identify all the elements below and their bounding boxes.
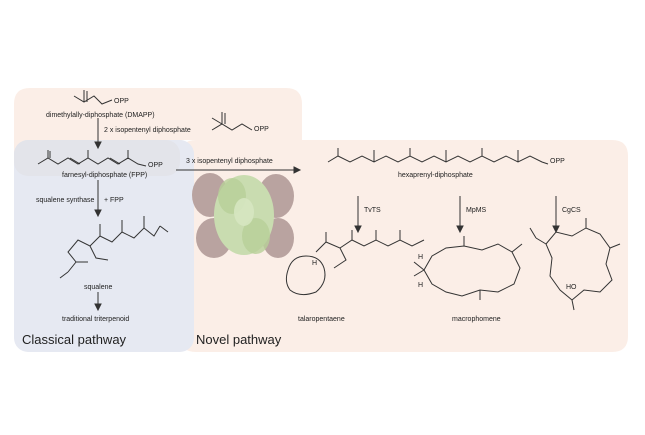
ipp-structure [211, 112, 253, 131]
hexaprenyl-structure [327, 148, 549, 165]
squalene-synthase-label: squalene synthase [36, 197, 95, 204]
squalene-label: squalene [84, 284, 113, 291]
hexaprenyl-opp-label: OPP [550, 158, 565, 165]
tvts-label: TvTS [364, 207, 381, 214]
dmapp-structure [73, 90, 113, 105]
macrophomene-structure [413, 236, 523, 300]
traditional-triterpenoid-label: traditional triterpenoid [62, 316, 130, 323]
classical-panel-top-tint [14, 140, 180, 176]
dmapp-label: dimethylally-diphosphate (DMAPP) [46, 112, 155, 119]
mpms-label: MpMS [466, 207, 487, 214]
arrow-fpp-to-squalene [94, 180, 102, 218]
arrow-mpms [456, 196, 464, 234]
ipp-opp-label: OPP [254, 126, 269, 133]
step2-label: 3 x isopentenyl diphosphate [186, 158, 273, 165]
arrow-fpp-to-hexaprenyl [176, 166, 302, 174]
cgcs-ho-label: HO [566, 284, 577, 291]
classical-pathway-panel [14, 140, 194, 352]
cgcs-product-structure [529, 218, 621, 311]
fpp-opp-label: OPP [148, 162, 163, 169]
dmapp-opp-label: OPP [114, 98, 129, 105]
enzyme-protein-image [192, 173, 294, 258]
hexaprenyl-label: hexaprenyl-diphosphate [398, 172, 473, 179]
novel-pathway-label: Novel pathway [196, 332, 282, 347]
arrow-cgcs [552, 196, 560, 234]
talaropentaene-h-label: H [312, 260, 318, 267]
fpp-structure [37, 150, 147, 167]
talaropentaene-label: talaropentaene [298, 316, 345, 323]
arrow-squalene-to-triterpenoid [94, 292, 102, 312]
plus-fpp-label: + FPP [104, 197, 124, 204]
macrophomene-h2-label: H [418, 282, 424, 289]
macrophomene-h-label: H [418, 254, 424, 261]
talaropentaene-structure [285, 230, 425, 296]
arrow-tvts [354, 196, 362, 234]
classical-pathway-label: Classical pathway [22, 332, 127, 347]
fpp-label: farnesyl-diphosphate (FPP) [62, 172, 148, 179]
arrow-dmapp-to-fpp [94, 118, 102, 150]
step1-label: 2 x isopentenyl diphosphate [104, 127, 191, 134]
macrophomene-label: macrophomene [452, 316, 501, 323]
squalene-structure [59, 216, 169, 279]
cgcs-label: CgCS [562, 207, 581, 214]
